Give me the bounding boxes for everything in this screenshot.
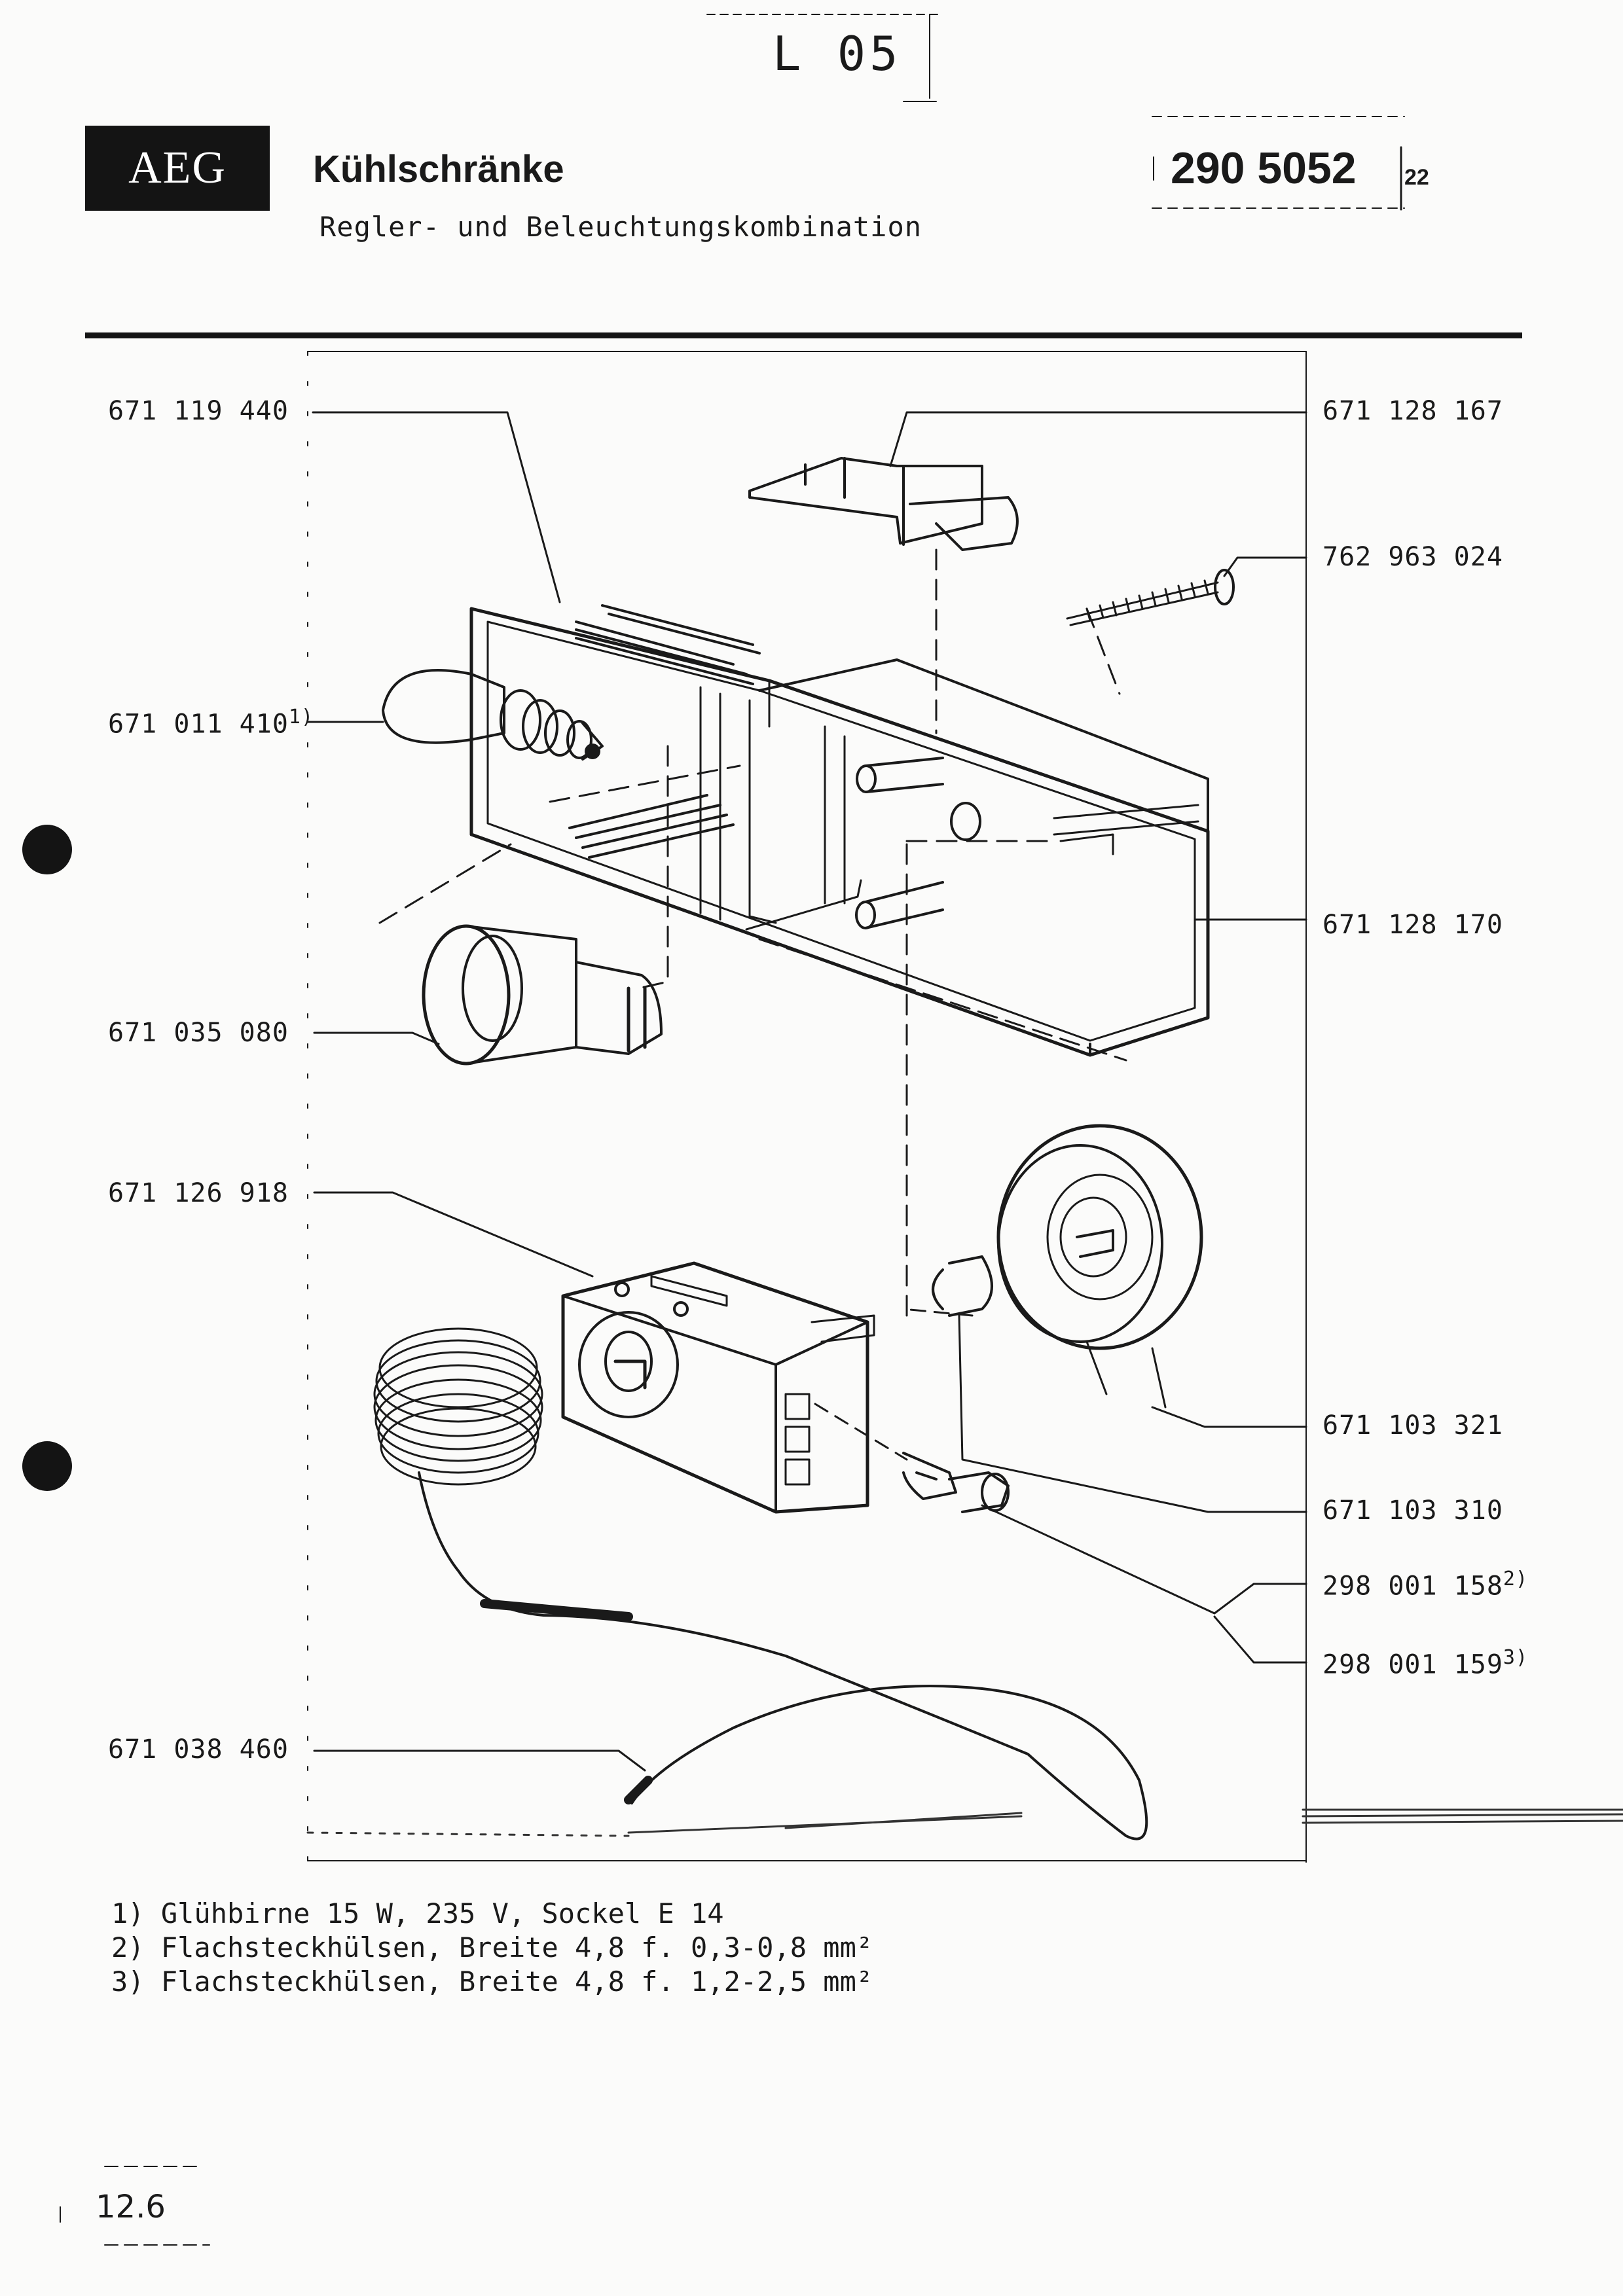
drawing-frame: [307, 351, 1307, 1863]
document-number: 290 5052: [1171, 143, 1357, 193]
footnote-1: 1) Glühbirne 15 W, 235 V, Sockel E 14: [111, 1897, 724, 1929]
page-subtitle: Regler- und Beleuchtungskombination: [319, 211, 922, 243]
part-label-thermostat: 671 126 918: [108, 1178, 289, 1208]
part-label-switch: 671 128 167: [1322, 396, 1503, 426]
bulb-drawing: [382, 669, 604, 761]
footnote-3: 3) Flachsteckhülsen, Breite 4,8 f. 1,2-2…: [111, 1965, 873, 1998]
part-label-lamp-socket: 671 035 080: [108, 1018, 289, 1048]
page-number-marks: [60, 2166, 210, 2246]
part-footnote-ref: 2): [1503, 1568, 1529, 1590]
page-title: Kühlschränke: [313, 148, 564, 190]
switch-drawing: [748, 457, 1019, 551]
part-label-knob-clip: 671 103 310: [1322, 1496, 1503, 1526]
header-divider: [85, 332, 1522, 338]
footnote-2: 2) Flachsteckhülsen, Breite 4,8 f. 0,3-0…: [111, 1931, 873, 1964]
capillary-drawing: [373, 1327, 1148, 1840]
aeg-logo: AEG: [85, 126, 270, 211]
page-number: 12.6: [96, 2189, 166, 2225]
part-label-capillary-tube: 671 038 460: [108, 1734, 289, 1765]
knob-drawing: [932, 1124, 1203, 1408]
header-decorations: [706, 14, 1405, 211]
document-suffix: 22: [1404, 165, 1429, 190]
leader-lines: [306, 411, 1307, 1772]
part-label-housing-cover: 671 119 440: [108, 396, 289, 426]
scan-smudges: [306, 1808, 1623, 1837]
part-label-screw: 762 963 024: [1322, 542, 1503, 572]
part-label-knob: 671 103 321: [1322, 1410, 1503, 1441]
screw-drawing: [1066, 569, 1235, 626]
part-label-housing: 671 128 170: [1322, 910, 1503, 940]
lamp-socket-drawing: [422, 924, 663, 1066]
housing-drawing: [378, 548, 1210, 1317]
scan-artifacts: [22, 825, 72, 1491]
part-label-bulb: 671 011 4101): [108, 706, 314, 740]
part-footnote-ref: 3): [1503, 1646, 1529, 1669]
part-label-terminal-a: 298 001 1582): [1322, 1568, 1529, 1602]
footnotes: 1) Glühbirne 15 W, 235 V, Sockel E 14 2)…: [111, 1897, 873, 1999]
sheet-code: L 05: [773, 26, 902, 81]
part-footnote-ref: 1): [288, 706, 314, 728]
part-label-terminal-b: 298 001 1593): [1322, 1646, 1529, 1680]
thermostat-drawing: [561, 1261, 875, 1514]
